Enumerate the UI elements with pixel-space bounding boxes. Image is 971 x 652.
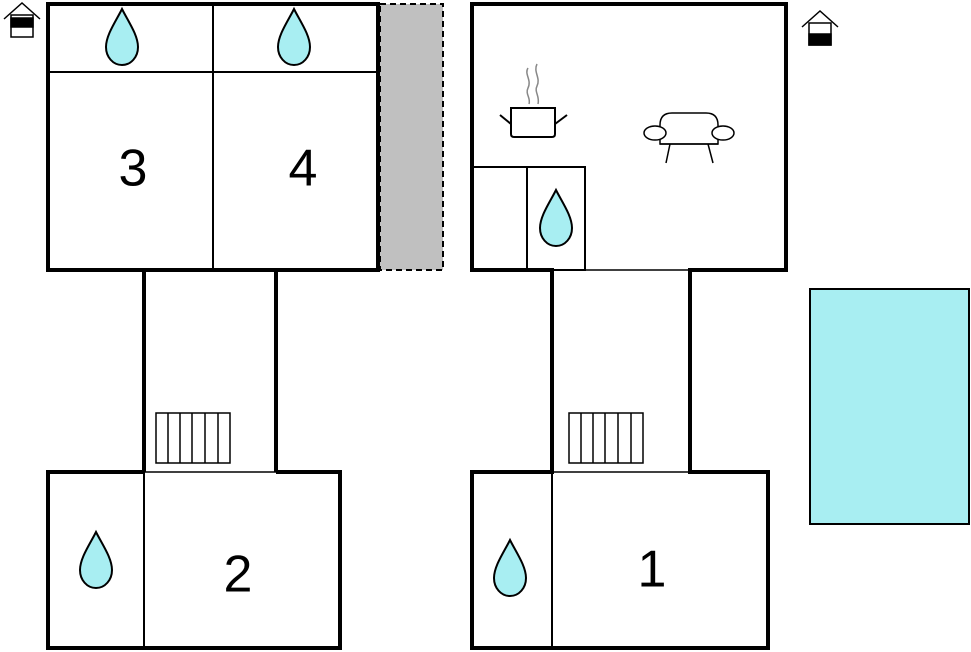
water-drop-icon xyxy=(277,8,311,66)
room-label: 2 xyxy=(224,546,253,604)
water-drop-icon xyxy=(539,189,573,247)
right-building xyxy=(470,2,788,650)
water-drop-icon xyxy=(79,531,113,589)
room-label: 1 xyxy=(638,541,667,599)
stove-pot-icon xyxy=(499,63,568,138)
staircase-icon xyxy=(568,412,644,464)
room-label: 4 xyxy=(289,140,318,198)
water-drop-icon xyxy=(493,539,527,597)
room-label: 3 xyxy=(119,140,148,198)
sofa-icon xyxy=(643,112,735,164)
house-icon xyxy=(801,9,839,46)
left-building xyxy=(46,2,380,650)
terrace xyxy=(379,3,444,271)
pool xyxy=(809,288,970,525)
water-drop-icon xyxy=(105,8,139,66)
staircase-icon xyxy=(155,412,231,464)
house-icon xyxy=(3,1,41,38)
